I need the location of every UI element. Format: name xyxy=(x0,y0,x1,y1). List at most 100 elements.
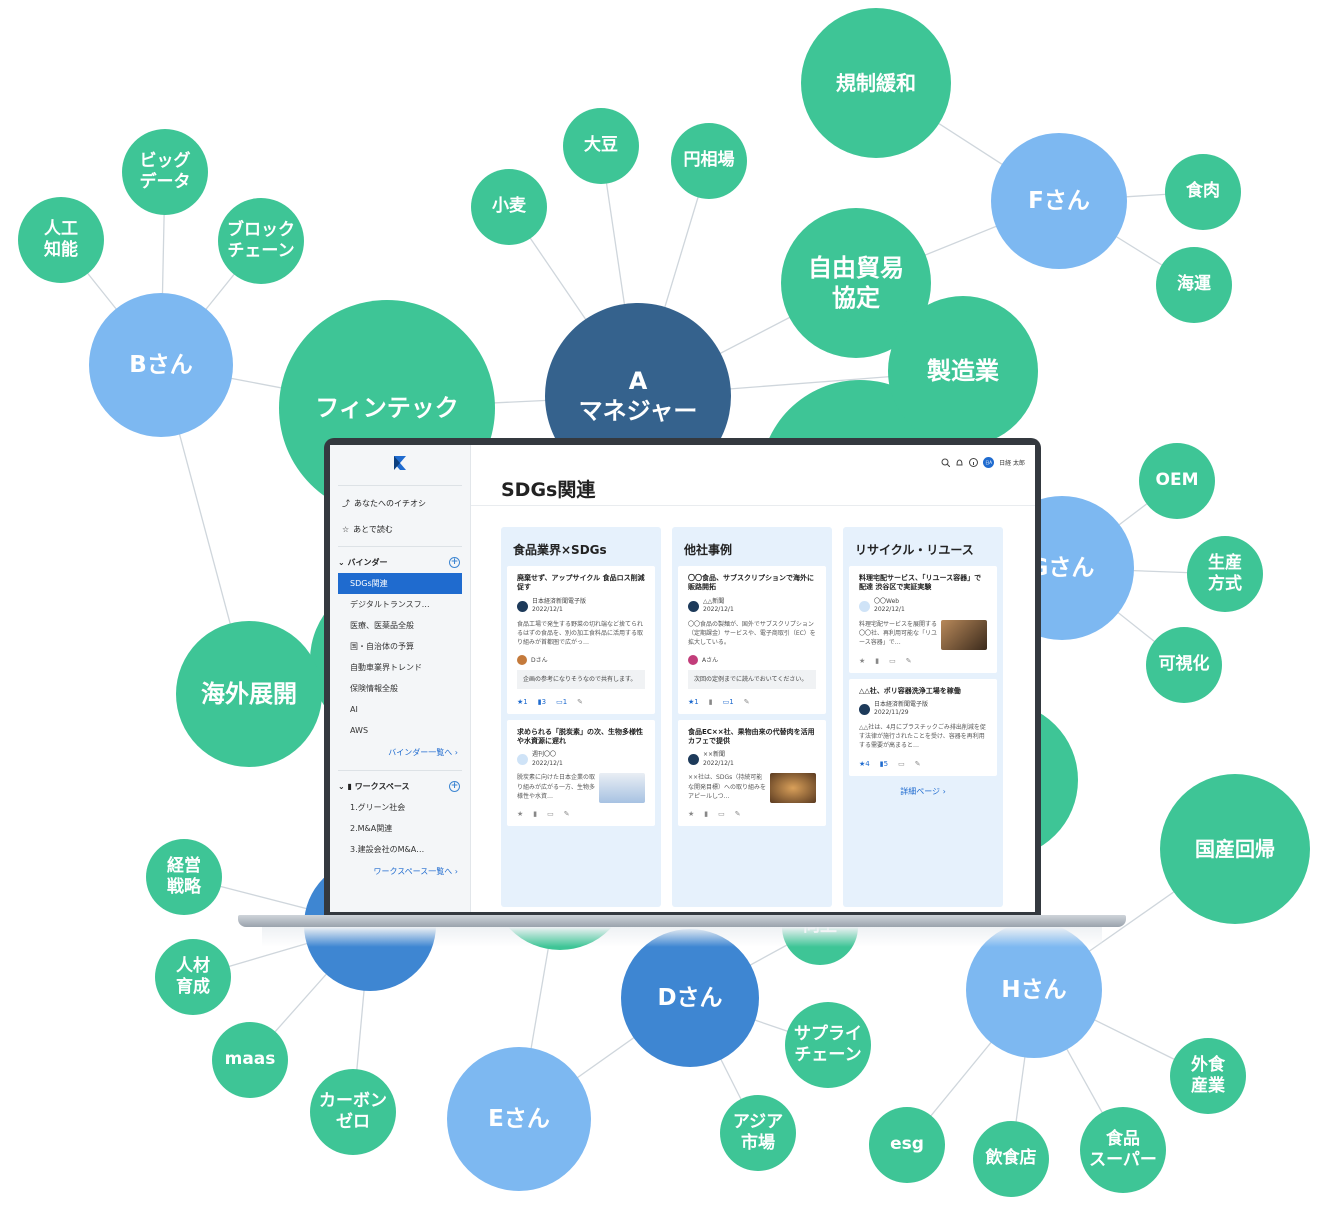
trend-icon: ⤴ xyxy=(342,498,350,508)
article-title[interactable]: 料理宅配サービス、「リユース容器」で配達 渋谷区で実証実験 xyxy=(859,574,982,592)
bookmark-icon[interactable]: ▮ xyxy=(704,810,709,819)
node-kashika: 可視化 xyxy=(1146,627,1222,703)
bookmark-icon[interactable]: ▮ xyxy=(708,697,713,706)
avatar xyxy=(517,654,527,665)
binder-item[interactable]: AI xyxy=(350,705,358,714)
binder-item[interactable]: 自動車業界トレンド xyxy=(350,663,422,672)
memo-icon[interactable]: ▭ xyxy=(718,810,725,819)
node-maas: maas xyxy=(212,1022,288,1098)
shared-user: Aさん xyxy=(702,657,719,665)
avatar[interactable]: 日A xyxy=(983,457,995,468)
source-icon xyxy=(688,754,699,766)
memo-icon[interactable]: ▭ xyxy=(889,656,896,665)
pen-icon[interactable]: ✎ xyxy=(905,656,912,665)
source-name: 日本経済新聞電子版 xyxy=(532,597,587,605)
article-thumbnail[interactable] xyxy=(599,773,645,804)
star-icon[interactable]: ★1 xyxy=(517,697,528,706)
laptop-base xyxy=(238,915,1126,927)
article-title[interactable]: 食品EC××社、果物由来の代替肉を活用 カフェで提供 xyxy=(688,727,815,745)
node-daizu: 大豆 xyxy=(563,108,639,184)
source-icon xyxy=(517,600,528,612)
info-icon[interactable] xyxy=(969,458,979,467)
article-date: 2022/12/1 xyxy=(532,759,563,767)
article-thumbnail[interactable] xyxy=(941,619,987,650)
source-name: ××新聞 xyxy=(703,751,726,759)
memo-icon[interactable]: ▭1 xyxy=(722,697,734,706)
workspace-item[interactable]: 2.M&A関連 xyxy=(350,824,393,833)
source-icon xyxy=(688,600,699,612)
article-snippet: △△社は、4月にプラスチックごみ排出削減を促す法律が施行されたことを受け、容器を… xyxy=(859,723,986,750)
add-binder-button[interactable]: + xyxy=(449,556,460,568)
article-title[interactable]: 求められる「脱炭素」の次、生物多様性や水資源に遅れ xyxy=(517,727,643,745)
pen-icon[interactable]: ✎ xyxy=(743,697,750,706)
bell-icon[interactable] xyxy=(955,458,964,467)
binder-header[interactable]: ⌄ バインダー + xyxy=(330,551,470,573)
binder-item[interactable]: 保険情報全般 xyxy=(350,684,398,693)
workspace-item[interactable]: 1.グリーン社会 xyxy=(350,803,406,812)
article-title[interactable]: 〇〇食品、サブスクリプションで海外に販路開拓 xyxy=(688,574,814,592)
sidebar: ⤴ あなたへのイチオシ ☆ あとで読む ⌄ バインダー + SDGs関連デジタル… xyxy=(330,445,471,912)
detail-page-link[interactable]: 詳細ページ › xyxy=(900,786,946,796)
star-icon[interactable]: ★4 xyxy=(859,759,870,768)
article-title[interactable]: 廃棄せず、アップサイクル 食品ロス削減促す xyxy=(517,574,645,592)
article-snippet: 〇〇食品の製麺が、国外でサブスクリプション（定期課金）サービスや、電子商取引（E… xyxy=(688,620,816,647)
pen-icon[interactable]: ✎ xyxy=(563,810,570,819)
nav-read-later[interactable]: ☆ あとで読む xyxy=(330,516,470,542)
source-name: △△新聞 xyxy=(703,597,725,605)
star-icon[interactable]: ★ xyxy=(517,810,524,819)
node-jinko: 人工 知能 xyxy=(18,197,104,283)
workspace-list: 1.グリーン社会 2.M&A関連 3.建設会社のM&A… xyxy=(330,797,470,860)
nav-recommend[interactable]: ⤴ あなたへのイチオシ xyxy=(330,490,470,516)
user-name[interactable]: 日経 太郎 xyxy=(999,460,1025,467)
article-thumbnail[interactable] xyxy=(770,773,816,804)
bookmark-icon[interactable]: ▮ xyxy=(875,656,880,665)
article-snippet: 食品工場で発生する野菜の切れ端など捨てられるはずの食品を、別の加工食料品に活用す… xyxy=(517,620,644,647)
binder-item[interactable]: SDGs関連 xyxy=(338,573,462,594)
bookmark-icon[interactable]: ▮5 xyxy=(879,759,889,768)
pen-icon[interactable]: ✎ xyxy=(914,759,921,768)
memo-icon[interactable]: ▭ xyxy=(547,810,554,819)
binder-title: バインダー xyxy=(347,557,388,567)
star-icon[interactable]: ★ xyxy=(859,656,866,665)
node-seisan: 生産 方式 xyxy=(1187,536,1263,612)
binder-item[interactable]: 国・自治体の予算 xyxy=(350,642,414,651)
star-icon[interactable]: ★1 xyxy=(688,697,699,706)
app-window: ⤴ あなたへのイチオシ ☆ あとで読む ⌄ バインダー + SDGs関連デジタル… xyxy=(330,445,1035,912)
search-icon[interactable] xyxy=(941,458,951,468)
workspace-item[interactable]: 3.建設会社のM&A… xyxy=(350,845,425,854)
node-oem: OEM xyxy=(1139,443,1215,519)
binder-item[interactable]: デジタルトランスフ… xyxy=(350,600,430,609)
node-kisei: 規制緩和 xyxy=(801,8,951,158)
app-logo[interactable] xyxy=(330,445,470,481)
binder-item[interactable]: AWS xyxy=(350,726,369,735)
node-komugi: 小麦 xyxy=(471,169,547,245)
add-workspace-button[interactable]: + xyxy=(449,780,460,792)
memo-icon[interactable]: ▭1 xyxy=(556,697,568,706)
workspace-list-link[interactable]: ワークスペース一覧へ › xyxy=(373,867,458,876)
binder-list-link[interactable]: バインダー一覧へ › xyxy=(388,748,458,757)
pen-icon[interactable]: ✎ xyxy=(734,810,741,819)
binder-item[interactable]: 医療、医薬品全般 xyxy=(350,621,414,630)
article-title[interactable]: △△社、ポリ容器洗浄工場を稼働 xyxy=(859,686,961,695)
node-inshoku: 飲食店 xyxy=(973,1121,1049,1197)
memo-icon[interactable]: ▭ xyxy=(898,759,905,768)
node-e: Eさん xyxy=(447,1047,591,1191)
bookmark-icon[interactable]: ▮ xyxy=(533,810,538,819)
bookmark-icon[interactable]: ▮3 xyxy=(537,697,547,706)
chevron-down-icon: ⌄ xyxy=(338,781,348,791)
shared-by: Aさん xyxy=(688,654,816,665)
article-date: 2022/12/1 xyxy=(874,606,905,614)
pen-icon[interactable]: ✎ xyxy=(577,697,584,706)
star-icon[interactable]: ★ xyxy=(688,810,695,819)
workspace-header[interactable]: ⌄ ▮ ワークスペース + xyxy=(330,775,470,797)
